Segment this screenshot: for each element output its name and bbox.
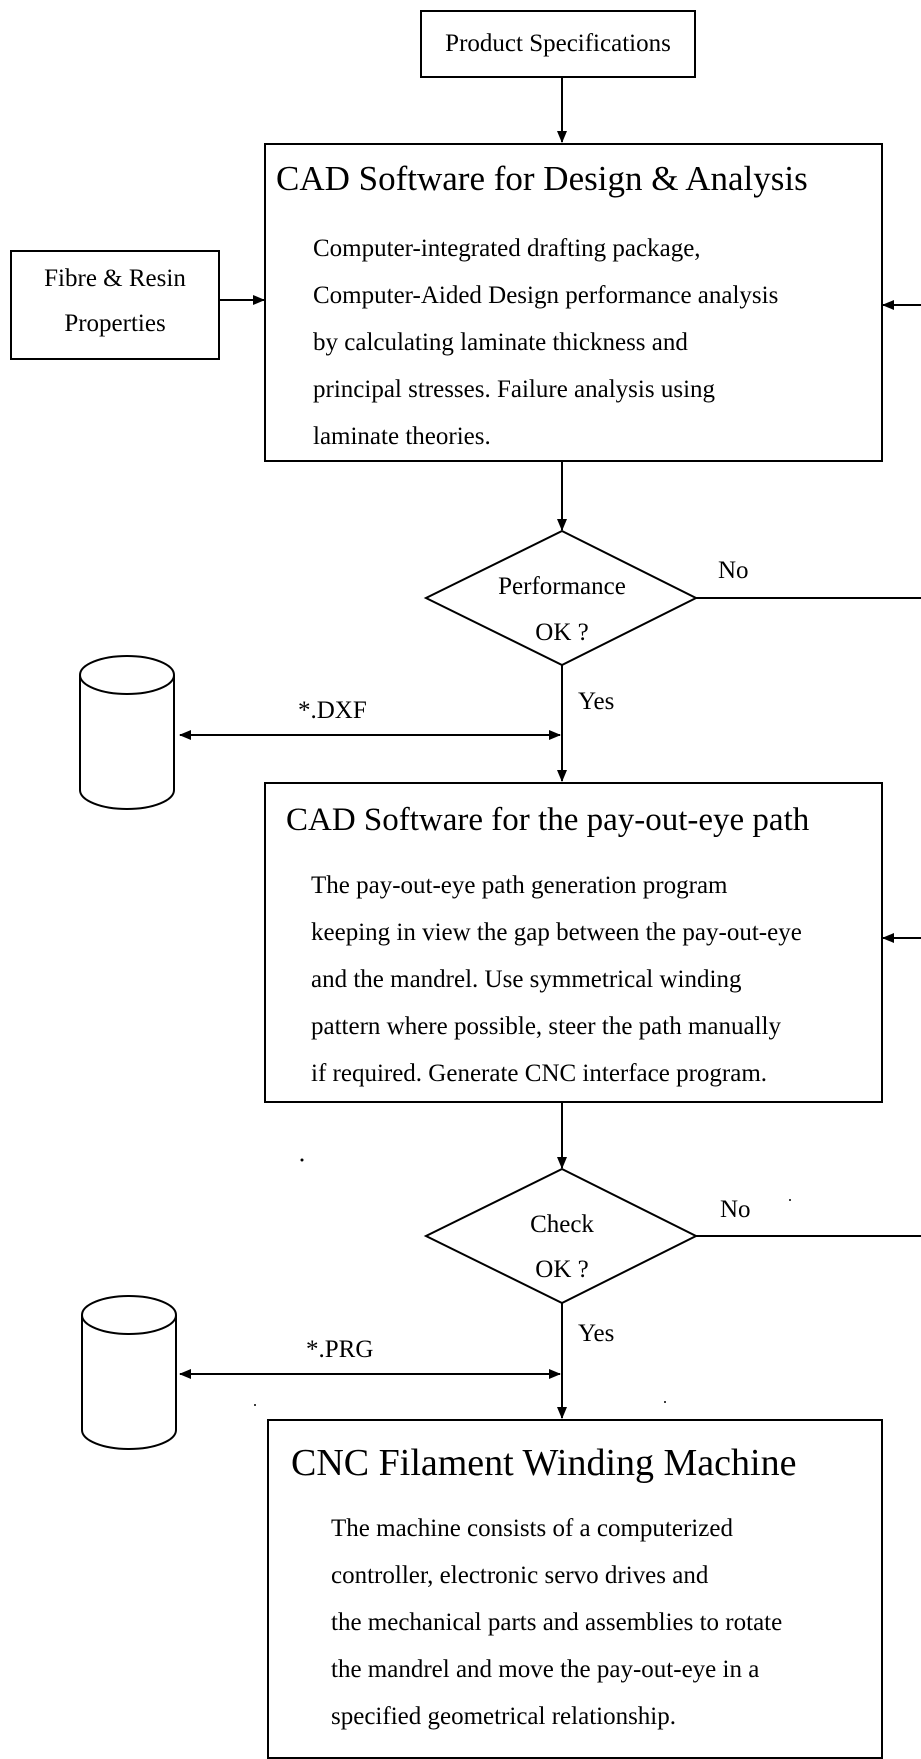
cnc-machine-title: CNC Filament Winding Machine: [291, 1442, 797, 1484]
cad-path-box: CAD Software for the pay-out-eye path Th…: [264, 782, 883, 1103]
cad-design-line-4: principal stresses. Failure analysis usi…: [313, 376, 716, 403]
fibre-resin-line1: Fibre & Resin: [44, 265, 186, 292]
storage-cylinder-2: [81, 1295, 177, 1450]
cnc-line-5: specified geometrical relationship.: [331, 1703, 677, 1730]
fibre-resin-line2: Properties: [64, 310, 166, 337]
decision1-label-line2: OK ?: [535, 619, 589, 646]
cad-path-line-3: and the mandrel. Use symmetrical winding: [311, 966, 742, 993]
cad-design-box: CAD Software for Design & Analysis Compu…: [264, 143, 883, 462]
cad-design-title: CAD Software for Design & Analysis: [276, 159, 808, 198]
cnc-line-3: the mechanical parts and assemblies to r…: [331, 1609, 783, 1636]
cad-path-title: CAD Software for the pay-out-eye path: [286, 802, 810, 838]
decision1-no-label: No: [718, 557, 749, 584]
product-specifications-box: Product Specifications: [420, 10, 696, 78]
fibre-resin-box: Fibre & Resin Properties: [10, 250, 220, 360]
decision2-yes-label: Yes: [578, 1320, 615, 1347]
decision2-no-label: No: [720, 1196, 751, 1223]
prg-file-label: *.PRG: [306, 1336, 374, 1363]
storage-cylinder-1: [79, 655, 175, 810]
cad-path-line-2: keeping in view the gap between the pay-…: [311, 919, 802, 946]
cad-design-line-2: Computer-Aided Design performance analys…: [313, 282, 779, 309]
product-specifications-label: Product Specifications: [445, 30, 671, 57]
cnc-line-2: controller, electronic servo drives and: [331, 1562, 709, 1589]
decision2-label-line2: OK ?: [535, 1256, 589, 1283]
cad-design-line-1: Computer-integrated drafting package,: [313, 235, 701, 262]
cnc-machine-box: CNC Filament Winding Machine The machine…: [267, 1419, 883, 1759]
cnc-line-1: The machine consists of a computerized: [331, 1515, 733, 1542]
dxf-file-label: *.DXF: [298, 697, 367, 724]
cad-path-line-5: if required. Generate CNC interface prog…: [311, 1060, 768, 1087]
cad-design-line-3: by calculating laminate thickness and: [313, 329, 688, 356]
decision1-label-line1: Performance: [498, 573, 626, 600]
cad-design-line-5: laminate theories.: [313, 423, 491, 450]
cnc-line-4: the mandrel and move the pay-out-eye in …: [331, 1656, 760, 1683]
decision1-yes-label: Yes: [578, 688, 615, 715]
decision2-label-line1: Check: [530, 1211, 594, 1238]
cad-path-line-4: pattern where possible, steer the path m…: [311, 1013, 781, 1040]
cad-path-line-1: The pay-out-eye path generation program: [311, 872, 728, 899]
